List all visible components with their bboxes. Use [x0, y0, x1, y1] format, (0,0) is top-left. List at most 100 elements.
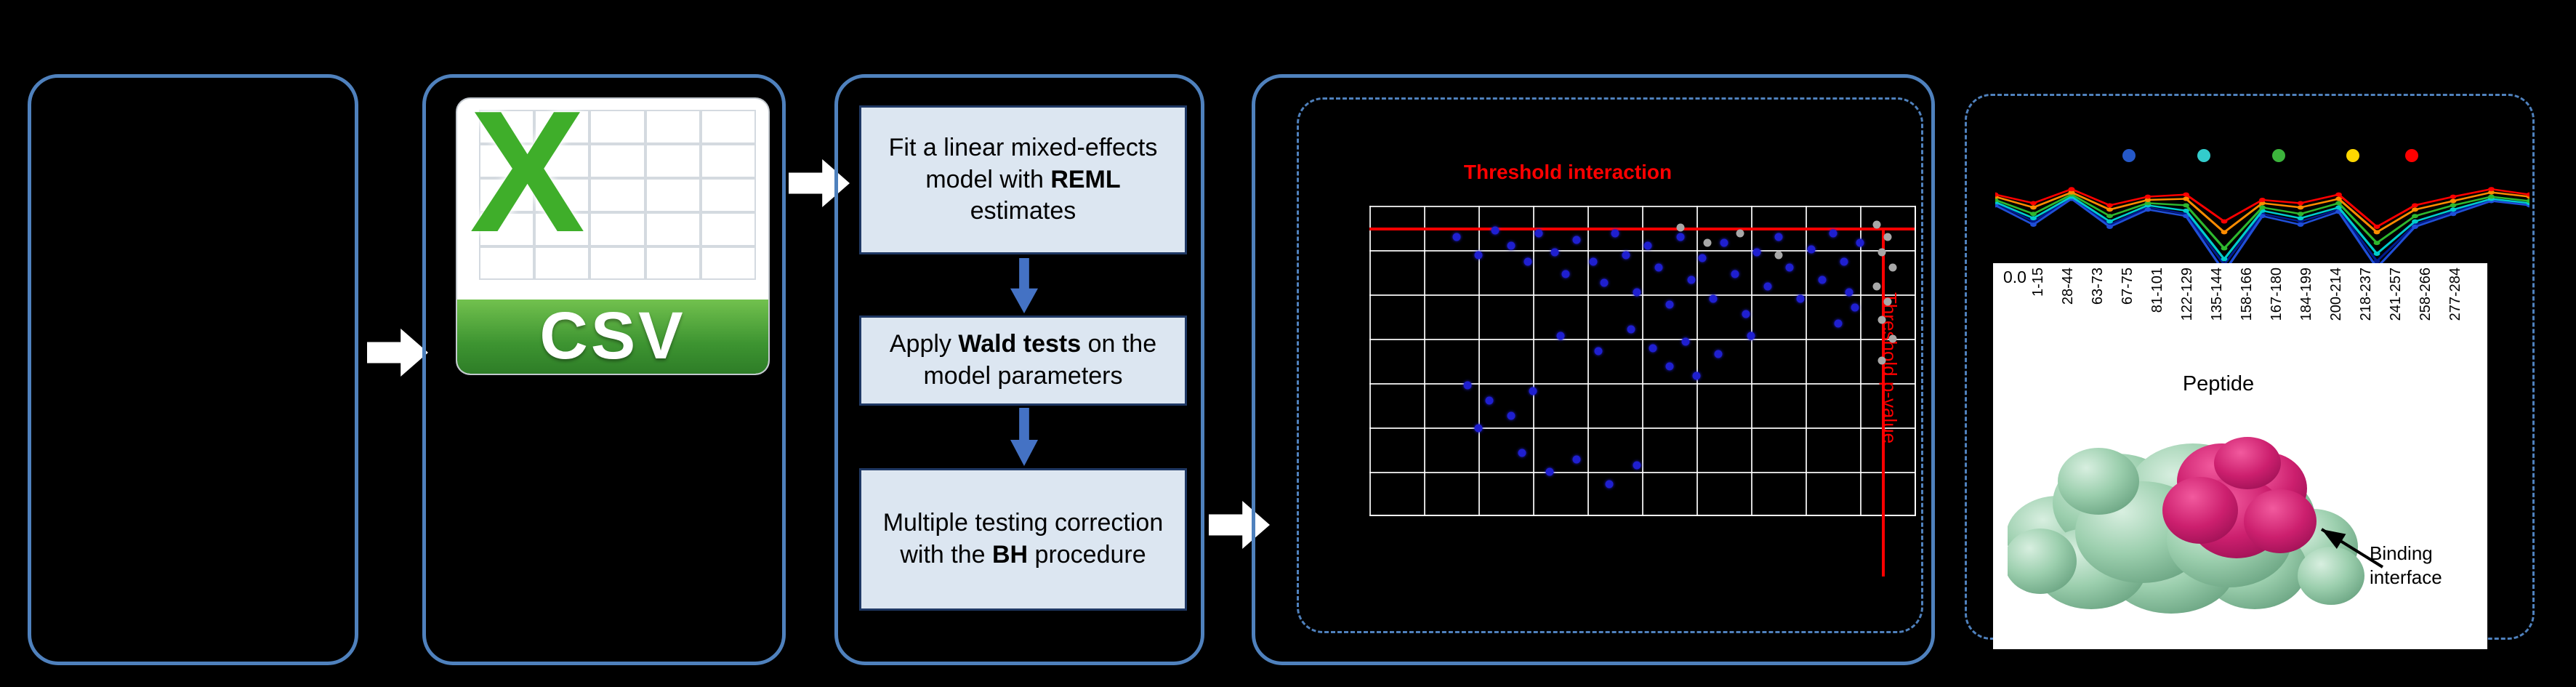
- profile-point: [2488, 194, 2495, 199]
- blue-scatter-dot: [1561, 270, 1570, 278]
- peptide-tick-label: 28-44: [2060, 268, 2076, 305]
- blue-scatter-dot: [1534, 229, 1542, 238]
- blue-scatter-dot: [1474, 424, 1483, 433]
- blue-scatter-dot: [1633, 288, 1641, 297]
- step-fit-bold: REML: [1050, 165, 1121, 193]
- blue-scatter-dot: [1665, 300, 1673, 309]
- blue-scatter-dot: [1572, 455, 1581, 463]
- gray-scatter-dot: [1888, 263, 1897, 272]
- step-wald-text-post: on the model parameters: [923, 330, 1157, 390]
- profile-point: [2144, 207, 2152, 212]
- blue-scatter-dot: [1720, 238, 1728, 247]
- gray-scatter-dot: [1736, 229, 1744, 238]
- blue-scatter-dot: [1589, 257, 1597, 265]
- step-fit-model: Fit a linear mixed-effects model with RE…: [859, 105, 1187, 254]
- profile-point: [2030, 212, 2037, 217]
- blue-scatter-dot: [1572, 236, 1581, 244]
- peptide-tick-label: 277-284: [2447, 268, 2463, 321]
- protein-structure-image: [2008, 437, 2384, 614]
- profile-point: [2030, 216, 2037, 221]
- scatter-plot: Threshold p-value: [1369, 206, 1916, 576]
- profile-point: [2373, 252, 2380, 256]
- gray-scatter-dot: [1883, 297, 1891, 306]
- profile-point: [2412, 203, 2418, 208]
- profile-point: [2106, 207, 2113, 212]
- blue-scatter-dot: [1491, 226, 1499, 235]
- blue-scatter-dot: [1681, 337, 1690, 346]
- step-fit-text-post: estimates: [970, 197, 1076, 225]
- gray-scatter-dot: [1877, 316, 1886, 324]
- blue-scatter-dot: [1600, 278, 1608, 287]
- profile-point: [2259, 214, 2266, 219]
- profile-point: [2297, 216, 2304, 221]
- profile-point: [2450, 207, 2457, 212]
- csv-file-icon: X CSV: [456, 97, 770, 375]
- profile-point: [2335, 196, 2342, 201]
- blue-scatter-dot: [1507, 241, 1516, 250]
- profile-point: [2221, 230, 2228, 235]
- blue-scatter-dot: [1807, 245, 1815, 253]
- scatter-panel: Threshold interaction Threshold p-value: [1297, 97, 1923, 633]
- peptide-tick-label: 167-180: [2269, 268, 2285, 321]
- blue-scatter-dot: [1714, 350, 1723, 358]
- blue-scatter-dot: [1518, 449, 1526, 457]
- profile-point: [2221, 219, 2228, 224]
- profile-point: [2412, 207, 2418, 212]
- gray-scatter-dot: [1877, 248, 1886, 257]
- step-fit-text: Fit a linear mixed-effects model with: [888, 134, 1158, 193]
- blue-scatter-dot: [1851, 303, 1859, 312]
- profile-point: [2450, 203, 2457, 208]
- blue-scatter-dot: [1752, 248, 1760, 257]
- profile-point: [2297, 222, 2304, 227]
- profile-point: [2183, 192, 2189, 197]
- excel-x-icon: X: [470, 97, 585, 268]
- flow-arrow-right-icon: [367, 329, 428, 377]
- blue-scatter-dot: [1834, 319, 1843, 327]
- profile-point: [2488, 190, 2495, 195]
- blue-scatter-dot: [1665, 362, 1673, 371]
- peptide-tick-label: 258-266: [2418, 268, 2434, 321]
- blue-scatter-dot: [1627, 325, 1635, 334]
- threshold-pvalue-label: Threshold p-value: [1879, 292, 1901, 444]
- blue-scatter-dot: [1633, 461, 1641, 470]
- profile-point: [2373, 241, 2380, 246]
- peptide-tick-label: 122-129: [2179, 268, 2195, 321]
- blue-scatter-dot: [1747, 332, 1755, 340]
- blue-scatter-dot: [1687, 276, 1695, 284]
- step-bh-correction: Multiple testing correction with the BH …: [859, 468, 1187, 611]
- profile-point: [2412, 214, 2418, 219]
- profile-point: [2221, 257, 2228, 262]
- profile-point: [1995, 192, 1999, 197]
- profile-point: [2373, 259, 2380, 264]
- csv-banner: CSV: [457, 299, 768, 374]
- profile-point: [2450, 212, 2457, 217]
- profile-point: [2373, 225, 2380, 229]
- profile-point: [2412, 219, 2418, 224]
- blue-scatter-dot: [1507, 411, 1516, 420]
- profile-point: [2259, 198, 2266, 202]
- blue-scatter-dot: [1698, 254, 1706, 262]
- blue-scatter-dot: [1654, 263, 1662, 272]
- peptide-tick-label: 241-257: [2388, 268, 2404, 321]
- profile-point: [2144, 201, 2152, 206]
- threshold-pvalue-line: [1882, 227, 1885, 576]
- blue-scatter-dot: [1485, 396, 1494, 405]
- y-axis-tick: 0.0: [2003, 268, 2026, 286]
- step-wald-bold: Wald tests: [958, 330, 1082, 358]
- gray-scatter-dot: [1774, 251, 1782, 260]
- blue-scatter-dot: [1622, 251, 1630, 260]
- profile-point: [2297, 219, 2304, 224]
- peptide-tick-label: 158-166: [2239, 268, 2255, 321]
- profile-chart-svg: [1995, 187, 2529, 275]
- blue-scatter-dot: [1840, 257, 1848, 265]
- gray-scatter-dot: [1877, 356, 1886, 364]
- binding-interface-magenta: [2162, 437, 2317, 558]
- step-bh-text: Multiple testing correction with the: [882, 509, 1164, 569]
- arrow-down-icon: [1010, 408, 1038, 466]
- stats-stage-box: Fit a linear mixed-effects model with RE…: [834, 74, 1204, 665]
- step-bh-text-post: procedure: [1028, 541, 1146, 569]
- condition-dot-icon: [2346, 149, 2360, 162]
- profile-point: [2030, 205, 2037, 210]
- gray-scatter-dot: [1883, 233, 1891, 241]
